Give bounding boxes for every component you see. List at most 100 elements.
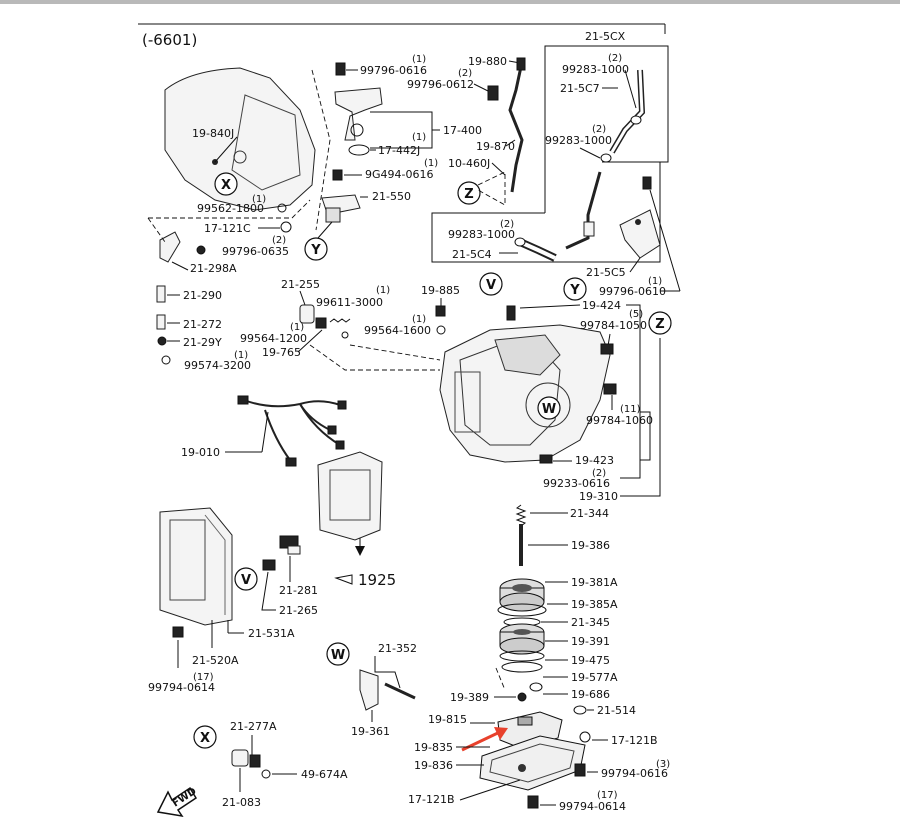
part-21-255: 21-255: [281, 278, 320, 291]
sensor-21-550: [321, 169, 361, 223]
oring-19-686: [529, 682, 543, 692]
part-19-389: 19-389: [450, 691, 489, 704]
svg-text:W: W: [542, 402, 556, 417]
part-21-345: 21-345: [571, 616, 610, 629]
control-module-21-520A: [159, 507, 233, 626]
part-19-836: 19-836: [414, 759, 453, 772]
part-99784-1060: 99784-1060: [586, 414, 653, 427]
marker-w-case: W: [537, 396, 561, 420]
bolt-19-389: [517, 692, 527, 702]
part-21-5CX: 21-5CX: [585, 30, 626, 43]
part-10-460J: 10-460J: [448, 157, 490, 170]
part-19-815: 19-815: [428, 713, 467, 726]
part-99784-1060-qty: (11): [620, 404, 641, 415]
gasket-17-121C: [280, 221, 292, 233]
part-19-310: 19-310: [579, 490, 618, 503]
svg-text:V: V: [486, 278, 496, 293]
connector-valves: [309, 344, 440, 371]
part-19-423: 19-423: [575, 454, 614, 467]
bolt-99794-0614b: [527, 795, 539, 809]
bolt-99796-0635: [196, 245, 206, 255]
part-19-475: 19-475: [571, 654, 610, 667]
part-21-29Y-shape: [157, 336, 167, 346]
part-99283-a-qty: (2): [608, 53, 622, 64]
part-99574-qty: (1): [234, 350, 248, 361]
plug-19-885: [435, 305, 446, 317]
part-21-5C7: 21-5C7: [560, 82, 600, 95]
part-9G494: 9G494-0616: [365, 168, 433, 181]
hose-21-5C7: [600, 69, 646, 163]
part-19-686: 19-686: [571, 688, 610, 701]
oring-19-577A: [501, 661, 543, 673]
part-99233: 99233-0616: [543, 477, 610, 490]
svg-text:W: W: [331, 648, 345, 663]
connector-x-b: [147, 217, 166, 243]
part-99796-0616a-qty: (1): [412, 54, 426, 65]
seal-19-475: [499, 650, 545, 662]
washer-17-121B-a: [579, 731, 591, 743]
part-17-121C: 17-121C: [204, 222, 251, 235]
part-99796-0635-qty: (2): [272, 235, 286, 246]
part-99562: 99562-1800: [197, 202, 264, 215]
part-99283-a: 99283-1000: [562, 63, 629, 76]
bolt-99794-0616: [574, 763, 586, 777]
wiring-harness-19-010: [237, 395, 347, 467]
part-17-442J-qty: (1): [412, 132, 426, 143]
connector-y-top: [311, 69, 331, 231]
transmission-case-19-310: [439, 324, 611, 463]
part-99564-1200: 99564-1200: [240, 332, 307, 345]
lever-19-361: [359, 669, 379, 711]
part-99794-0616-qty: (3): [656, 759, 670, 770]
bolt-99784-1050: [600, 343, 614, 355]
part-21-29Y: 21-29Y: [183, 336, 222, 349]
part-99564-1600: 99564-1600: [364, 324, 431, 337]
part-21-5C5: 21-5C5: [586, 266, 626, 279]
part-99574: 99574-3200: [184, 359, 251, 372]
svg-text:X: X: [200, 731, 210, 746]
part-99574-shape: [161, 355, 171, 365]
oring-17-442J: [348, 144, 370, 156]
marker-v-mid: V: [479, 272, 503, 296]
dipstick-tube-19-870: [487, 57, 526, 193]
part-21-272: 21-272: [183, 318, 222, 331]
part-19-424: 19-424: [582, 299, 621, 312]
marker-y-top: Y: [304, 237, 328, 261]
ring-21-514: [573, 705, 587, 715]
part-19-577A: 19-577A: [571, 671, 618, 684]
part-99784-1050-qty: (5): [629, 309, 643, 320]
part-99562-qty: (1): [252, 194, 266, 205]
part-21-277A: 21-277A: [230, 720, 277, 733]
marker-x-top: X: [214, 172, 238, 196]
highlight-arrow-head: [494, 727, 508, 740]
bolt-99784-1060: [603, 383, 617, 395]
marker-z-mid: Z: [648, 311, 672, 335]
box-21-5CX-bottom: [431, 162, 661, 263]
part-19-361: 19-361: [351, 725, 390, 738]
bracket-21-5C5: [619, 176, 661, 259]
svg-text:Y: Y: [569, 283, 580, 298]
fwd-arrow: FWD: [156, 786, 199, 818]
part-21-083: 21-083: [222, 796, 261, 809]
part-21-531A: 21-531A: [248, 627, 295, 640]
part-17-442J: 17-442J: [378, 144, 420, 157]
box-21-5CX-top: [544, 45, 669, 213]
seal-19-385A: [497, 603, 547, 617]
ref-arrow-1925: [334, 574, 353, 585]
part-99611-qty: (1): [376, 285, 390, 296]
part-19-880: 19-880: [468, 55, 507, 68]
part-99796-0616a: 99796-0616: [360, 64, 427, 77]
part-99564-1600-qty: (1): [412, 314, 426, 325]
sensor-21-281: [279, 535, 301, 555]
part-99794-0614a-qty: (17): [193, 672, 214, 683]
part-99796-0612: 99796-0612: [407, 78, 474, 91]
part-19-385A: 19-385A: [571, 598, 618, 611]
part-99794-0614a: 99794-0614: [148, 681, 215, 694]
part-19-381A: 19-381A: [571, 576, 618, 589]
marker-z-top: Z: [457, 181, 481, 205]
solenoid-21-255: [299, 304, 351, 339]
breather-19-424: [506, 305, 516, 321]
piston-19-381A: [499, 578, 545, 612]
part-21-514: 21-514: [597, 704, 636, 717]
top-border: [0, 0, 900, 4]
